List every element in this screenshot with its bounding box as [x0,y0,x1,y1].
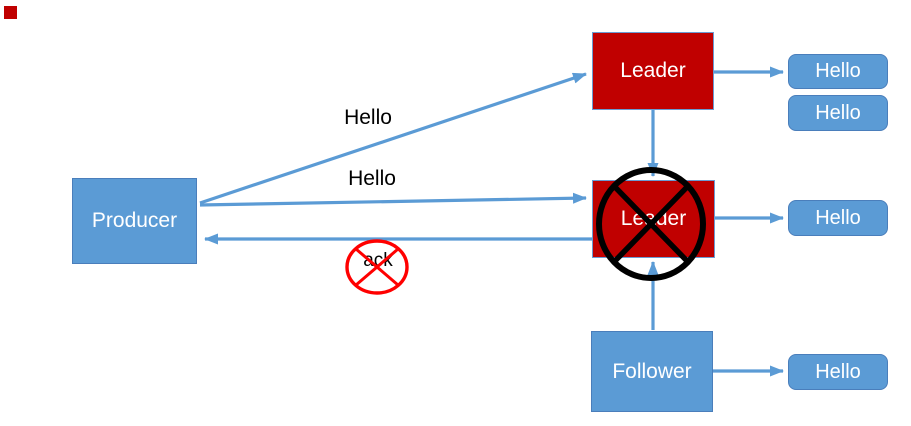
node-leader-middle: Leader [592,180,715,258]
node-leader-top: Leader [592,32,714,110]
message-chip-leader-middle: Hello [788,200,888,236]
node-follower-label: Follower [612,359,692,383]
node-leader-top-label: Leader [620,59,686,82]
node-producer: Producer [72,178,197,264]
label-hello-to-leader-middle: Hello [348,167,396,190]
message-chip-leader-top-2: Hello [788,95,888,131]
message-chip-label: Hello [815,101,861,124]
message-chip-leader-top-1: Hello [788,54,888,89]
node-leader-middle-label: Leader [620,207,687,230]
message-chip-label: Hello [815,206,861,229]
arrow-producer-to-leader-middle [199,192,587,207]
message-chip-label: Hello [815,60,861,82]
message-chip-follower: Hello [788,354,888,390]
corner-marker [4,6,17,19]
node-producer-label: Producer [91,209,178,232]
label-hello-to-leader-top: Hello [344,106,392,129]
message-chip-label: Hello [815,360,861,383]
node-follower: Follower [591,331,713,412]
label-ack: ack [363,250,393,271]
